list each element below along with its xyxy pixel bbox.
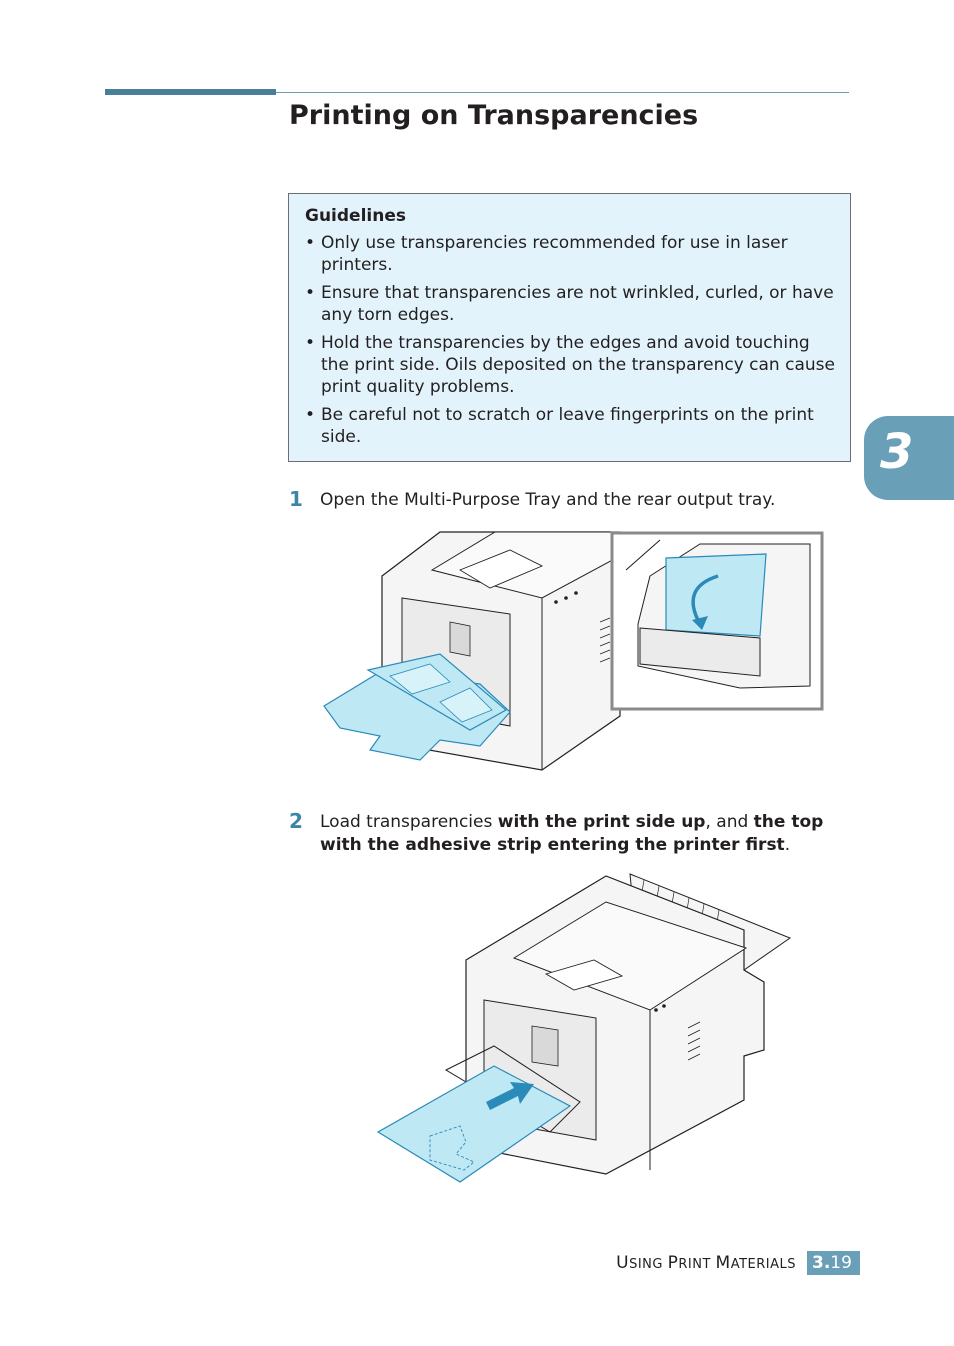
guidelines-box: Guidelines •Only use transparencies reco… [288,193,851,462]
guidelines-heading: Guidelines [305,206,406,226]
guidelines-list: •Only use transparencies recommended for… [305,232,835,454]
bullet-glyph: • [305,333,316,353]
printer-load-transparency-illustration [376,873,792,1183]
list-item: •Hold the transparencies by the edges an… [305,333,835,397]
bullet-glyph: • [305,233,316,253]
header-rule-thin [276,92,849,93]
step-1-number: 1 [289,487,303,511]
step-1-text: Open the Multi-Purpose Tray and the rear… [320,490,776,510]
list-item: •Only use transparencies recommended for… [305,233,788,275]
page-number-badge: 3.19 [807,1251,860,1275]
insert-arrow-icon [486,1082,534,1110]
footer-section-label: USING PRINT MATERIALS [616,1253,796,1273]
bullet-glyph: • [305,283,316,303]
bullet-glyph: • [305,405,316,425]
step-2-number: 2 [289,809,303,833]
page-title: Printing on Transparencies [289,100,699,131]
printer-open-trays-illustration [323,531,824,771]
chapter-tab-number: 3 [880,424,914,480]
list-item: •Be careful not to scratch or leave fing… [305,405,814,447]
header-rule-thick [105,89,276,95]
chapter-tab: 3 [864,416,954,500]
list-item: •Ensure that transparencies are not wrin… [305,283,834,325]
step-2-text: Load transparencies with the print side … [320,812,824,855]
